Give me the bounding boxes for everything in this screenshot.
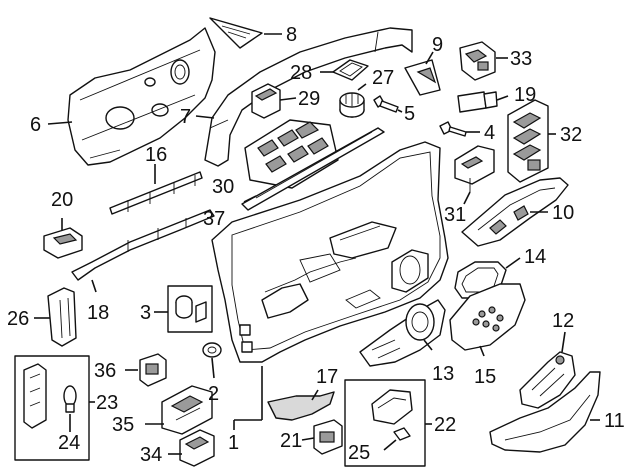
- part-window-frame-trim: [204, 27, 413, 167]
- part-armrest-insert: [461, 177, 569, 247]
- part-switch-36: [139, 353, 167, 387]
- callout-11: 11: [604, 410, 625, 432]
- part-seal-18: [71, 209, 215, 281]
- part-belt-strip: [241, 127, 385, 211]
- callout-20: 20: [51, 189, 73, 211]
- callout-7: 7: [180, 106, 191, 128]
- part-door-trim-panel: [211, 141, 449, 363]
- part-reflector-17: [267, 391, 335, 421]
- callout-28: 28: [290, 62, 312, 84]
- callout-10: 10: [552, 202, 574, 224]
- callout-24: 24: [58, 432, 80, 454]
- callout-13: 13: [432, 363, 454, 385]
- callout-34: 34: [140, 444, 162, 466]
- callout-18: 18: [87, 302, 109, 324]
- callout-15: 15: [474, 366, 496, 388]
- part-switch-35: [161, 385, 213, 435]
- part-screw-4: [439, 121, 467, 137]
- leader-lines: [34, 33, 600, 455]
- part-connector-31: [454, 145, 495, 192]
- callout-25: 25: [348, 442, 370, 464]
- part-armrest-pad: [489, 371, 601, 453]
- part-speaker-grille: [449, 283, 526, 351]
- callout-31: 31: [444, 204, 466, 226]
- part-switch-33: [459, 41, 496, 81]
- part-knob: [339, 92, 365, 118]
- callout-35: 35: [112, 414, 134, 436]
- callout-12: 12: [552, 310, 574, 332]
- part-switch-block-32: [507, 99, 549, 183]
- callout-14: 14: [524, 246, 546, 268]
- part-armrest-bracket: [519, 351, 576, 409]
- part-lamp-21: [313, 419, 343, 455]
- callout-32: 32: [560, 124, 582, 146]
- callout-36: 36: [94, 360, 116, 382]
- callout-9: 9: [432, 34, 443, 56]
- part-seal-16: [109, 171, 203, 215]
- part-switch-34: [179, 429, 215, 467]
- callout-29: 29: [298, 88, 320, 110]
- part-mirror-trim: [209, 17, 263, 49]
- callout-5: 5: [404, 103, 415, 125]
- part-bolt-5: [373, 95, 399, 113]
- callout-26: 26: [7, 308, 29, 330]
- callout-1: 1: [228, 432, 239, 454]
- part-box-22: [344, 379, 426, 467]
- callout-3: 3: [140, 302, 151, 324]
- callout-8: 8: [286, 24, 297, 46]
- part-speaker-bracket: [359, 299, 446, 367]
- part-plug-19: [457, 91, 498, 113]
- callout-19: 19: [514, 84, 536, 106]
- callout-30: 30: [212, 176, 234, 198]
- part-handle-26: [47, 287, 77, 347]
- callout-27: 27: [372, 67, 394, 89]
- callout-23: 23: [96, 392, 118, 414]
- callout-16: 16: [145, 144, 167, 166]
- callout-4: 4: [484, 122, 495, 144]
- part-switch-28: [332, 59, 369, 81]
- callout-21: 21: [280, 430, 302, 452]
- part-box-23: [14, 355, 90, 461]
- part-sound-panel: [67, 27, 216, 166]
- part-clip-box-3: [167, 285, 213, 333]
- callout-17: 17: [316, 366, 338, 388]
- callout-37: 37: [203, 208, 225, 230]
- part-mirror-cover: [404, 59, 441, 96]
- callout-6: 6: [30, 114, 41, 136]
- callout-labels: 8 6 7 28 29 27 5 9 33 19 4 32 31 10 37 3…: [7, 24, 625, 466]
- part-switch-29: [251, 83, 281, 119]
- part-grommet-2: [202, 342, 222, 358]
- callout-22: 22: [434, 414, 456, 436]
- part-clip-20: [43, 227, 83, 259]
- callout-2: 2: [208, 383, 219, 405]
- callout-33: 33: [510, 48, 532, 70]
